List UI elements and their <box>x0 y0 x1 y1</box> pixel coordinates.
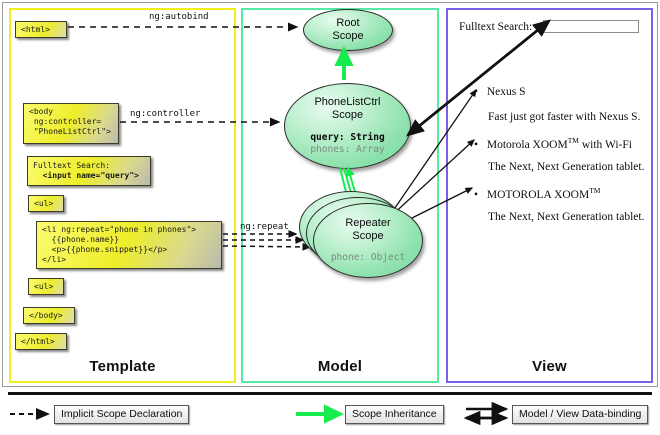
scope-root-title-1: Root <box>336 17 360 29</box>
scope-repeater-prop-phone: phone: Object <box>330 252 406 263</box>
scope-phonelistctrl-prop-phones: phones: Array <box>310 144 385 155</box>
fulltext-search-input-markup: <input name="query"> <box>42 171 139 180</box>
legend-label-scope-inheritance: Scope Inheritance <box>345 405 444 424</box>
scope-repeater-title-2: Scope <box>352 230 384 242</box>
view-item-name-1: Motorola XOOM <box>486 138 568 151</box>
legend-label-implicit-scope-declaration: Implicit Scope Declaration <box>54 405 190 424</box>
code-box-ul-open: <ul> <box>28 195 64 212</box>
view-list-item-1: • Motorola XOOMTM with Wi-Fi <box>474 136 632 151</box>
panel-template-label: Template <box>89 358 156 375</box>
view-item-snippet-0: Fast just got faster with Nexus S. <box>488 111 641 123</box>
legend-divider <box>8 392 652 395</box>
panel-model-label: Model <box>317 358 363 375</box>
scope-repeater-title-1: Repeater <box>345 217 391 229</box>
code-box-ul-close: <ul> <box>28 278 64 295</box>
view-content: Fulltext Search: • Nexus S Fast just got… <box>446 8 653 383</box>
legend-label-model-view-data-binding: Model / View Data-binding <box>512 405 649 424</box>
view-item-name-2: MOTOROLA XOOM <box>486 188 590 201</box>
code-box-html-open: <html> <box>15 21 67 38</box>
scope-phonelistctrl-title-2: Scope <box>331 109 364 121</box>
scope-root-title-2: Scope <box>332 30 364 42</box>
view-list-item-2: • MOTOROLA XOOMTM <box>474 186 600 201</box>
code-box-li-repeat: <li ng:repeat="phone in phones"> {{phone… <box>36 221 222 269</box>
legend: Implicit Scope Declaration Scope Inherit… <box>0 392 660 435</box>
view-item-suffix-1: with Wi-Fi <box>578 138 632 151</box>
view-item-name-0: Nexus S <box>486 86 526 98</box>
bullet-icon: • <box>474 188 479 201</box>
bullet-icon: • <box>474 86 479 98</box>
connector-label-ng-controller: ng:controller <box>130 109 201 119</box>
fulltext-search-label: Fulltext Search: <box>33 161 111 170</box>
code-box-html-close: </html> <box>15 333 67 350</box>
trademark-icon: TM <box>589 186 601 195</box>
code-box-body-close: </body> <box>23 307 75 324</box>
view-list-item-0: • Nexus S <box>474 86 526 98</box>
scope-phonelistctrl-prop-query: query: String <box>310 132 385 143</box>
scope-oval-repeater: Repeater Scope phone: Object <box>313 203 423 278</box>
view-search-input[interactable] <box>543 20 639 33</box>
view-item-snippet-2: The Next, Next Generation tablet. <box>488 211 645 223</box>
scope-oval-root: Root Scope <box>303 9 393 51</box>
code-box-body-open: <body ng:controller= "PhoneListCtrl"> <box>23 103 119 144</box>
connector-label-ng-autobind: ng:autobind <box>149 12 209 22</box>
view-item-snippet-1: The Next, Next Generation tablet. <box>488 161 645 173</box>
view-search-label: Fulltext Search: <box>459 21 533 33</box>
panel-view-label: View <box>532 358 567 375</box>
bullet-icon: • <box>474 138 479 151</box>
connector-label-ng-repeat: ng:repeat <box>240 222 289 232</box>
trademark-icon: TM <box>567 136 579 145</box>
scope-oval-phonelistctrl: PhoneListCtrl Scope query: String phones… <box>284 83 411 169</box>
code-box-fulltext-search: Fulltext Search: <input name="query"> <box>27 156 151 186</box>
scope-phonelistctrl-title-1: PhoneListCtrl <box>314 96 381 108</box>
diagram-frame: Template Model View <html> <body ng:cont… <box>2 2 658 387</box>
